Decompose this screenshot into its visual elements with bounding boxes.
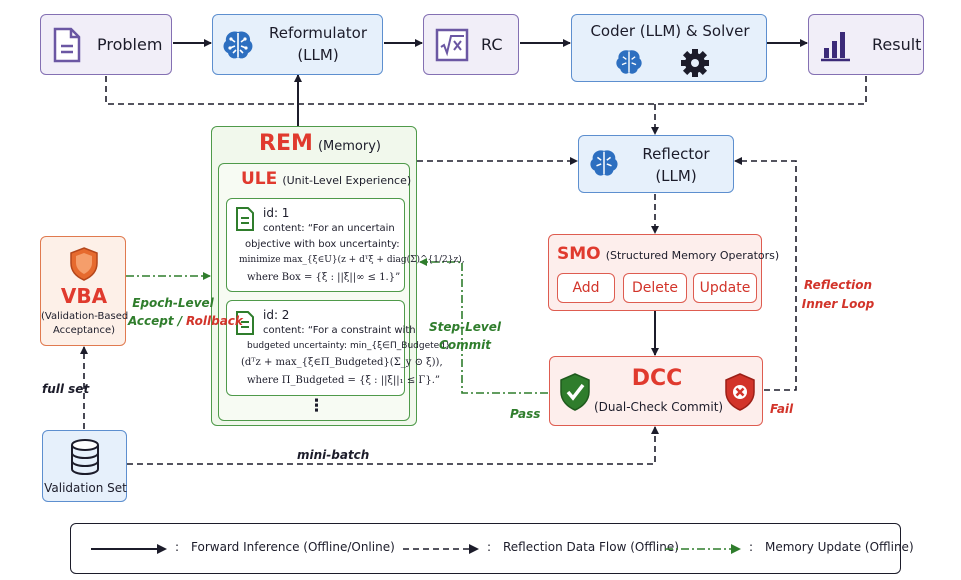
legend-memory-line [665,544,741,554]
epoch-level-label: Epoch-Level [132,296,214,310]
validation-set-node: Validation Set [42,430,127,502]
unit-content: content: “For an uncertain [263,223,395,234]
gear-icon [681,49,709,77]
dcc-sub: (Dual-Check Commit) [594,400,724,414]
legend-separator: : [749,540,754,554]
pass-label: Pass [510,407,541,421]
reformulator-node: Reformulator (LLM) [212,14,383,75]
smo-title: SMO [557,244,601,264]
bar-chart-icon [821,32,850,62]
rem-memory: REM (Memory) ULE (Unit-Level Experience)… [211,126,465,426]
fail-label: Fail [770,402,794,416]
unit-card: id: 1 content: “For an uncertain objecti… [226,198,465,292]
dcc-node: DCC (Dual-Check Commit) [549,356,763,426]
legend-memory-label: Memory Update (Offline) [765,540,914,554]
rem-title: REM (Memory) [259,131,381,156]
rc-node: RC [423,14,519,75]
reformulator-sub: (LLM) [297,46,339,64]
coder-node: Coder (LLM) & Solver [571,14,767,82]
unit-content: content: “For a constraint with [263,325,416,336]
arrow-minibatch [127,426,659,465]
reflector-node: Reflector (LLM) [578,135,734,193]
unit-card: id: 2 content: “For a constraint with bu… [226,300,451,396]
legend-forward-line [91,544,167,554]
rc-label: RC [481,35,503,54]
vba-title: VBA [60,284,108,308]
document-icon [236,207,254,231]
unit-id: id: 1 [263,206,290,220]
validation-set-label: Validation Set [44,481,127,495]
ule-sub: (Unit-Level Experience) [282,174,412,187]
unit-id: id: 2 [263,308,290,322]
vba-node: VBA (Validation-Based Acceptance) [40,236,129,346]
arrow-collect-traces [105,76,867,105]
commit-label: Commit [439,338,491,352]
rem-title-text: REM [259,131,313,156]
shield-icon [70,247,98,281]
accept-rollback-label: Accept / Rollback [128,314,243,328]
update-operator-button: Update [693,273,757,303]
legend-reflection-line [403,544,479,554]
vba-sub: (Validation-Based [41,311,129,322]
shield-check-icon [560,373,590,411]
dcc-title: DCC [631,366,683,391]
legend-reflection-label: Reflection Data Flow (Offline) [503,540,679,554]
brain-icon [223,31,253,59]
smo-header: SMO (Structured Memory Operators) [557,244,779,264]
legend-separator: : [175,540,180,554]
vba-sub: Acceptance) [52,325,116,336]
unit-formula: minimize max_{ξ∈U}(z + dᵀξ + diag(Σ)^{1/… [239,255,465,265]
legend: : Forward Inference (Offline/Online) : R… [70,523,914,574]
unit-formula: where Box = {ξ : ||ξ||∞ ≤ 1.}” [247,272,401,283]
ule-header: ULE (Unit-Level Experience) [241,169,411,189]
more-units-ellipsis: ⋮ [308,396,325,416]
unit-content: objective with box uncertainty: [245,239,400,250]
reflector-label: Reflector [642,145,710,163]
inner-loop-label: Inner Loop [801,297,875,311]
result-node: Result [808,14,924,75]
full-set-label: full set [42,382,90,396]
shield-x-icon [725,373,755,411]
arrow-dcc-commit [419,258,548,394]
document-icon [53,27,81,63]
add-operator-button: Add [557,273,615,303]
unit-content: budgeted uncertainty: min_{ξ∈Π_Budgeted} [247,341,451,351]
coder-label: Coder (LLM) & Solver [590,22,750,40]
delete-operator-button: Delete [623,273,687,303]
rem-sub: (Memory) [317,139,381,154]
arrow-fail-loop [734,157,797,391]
unit-formula: where Π_Budgeted = {ξ : ||ξ||₁ ≤ Γ}.” [247,375,441,386]
brain-icon [590,150,618,176]
smo-node: SMO (Structured Memory Operators) Add De… [548,234,779,311]
ule-panel: ULE (Unit-Level Experience) id: 1 conten… [218,163,465,421]
legend-forward-label: Forward Inference (Offline/Online) [191,540,395,554]
document-icon [236,311,254,335]
problem-label: Problem [97,35,163,54]
reformulator-label: Reformulator [268,24,368,42]
step-level-label: Step-Level [429,320,501,334]
reflector-sub: (LLM) [655,167,697,185]
reflection-label: Reflection [803,278,873,292]
database-icon [71,439,99,476]
result-label: Result [872,35,922,54]
legend-separator: : [487,540,492,554]
mini-batch-label: mini-batch [297,448,370,462]
sqrt-icon [435,28,469,62]
accept-label: Accept / [128,314,183,328]
rollback-label: Rollback [186,314,243,328]
unit-formula: (dᵀz + max_{ξ∈Π_Budgeted}(Σ_y ⊙ ξ)), [241,357,443,368]
brain-icon [616,50,642,74]
ule-title: ULE [241,169,278,189]
smo-sub: (Structured Memory Operators) [605,249,780,262]
problem-node: Problem [40,14,172,75]
